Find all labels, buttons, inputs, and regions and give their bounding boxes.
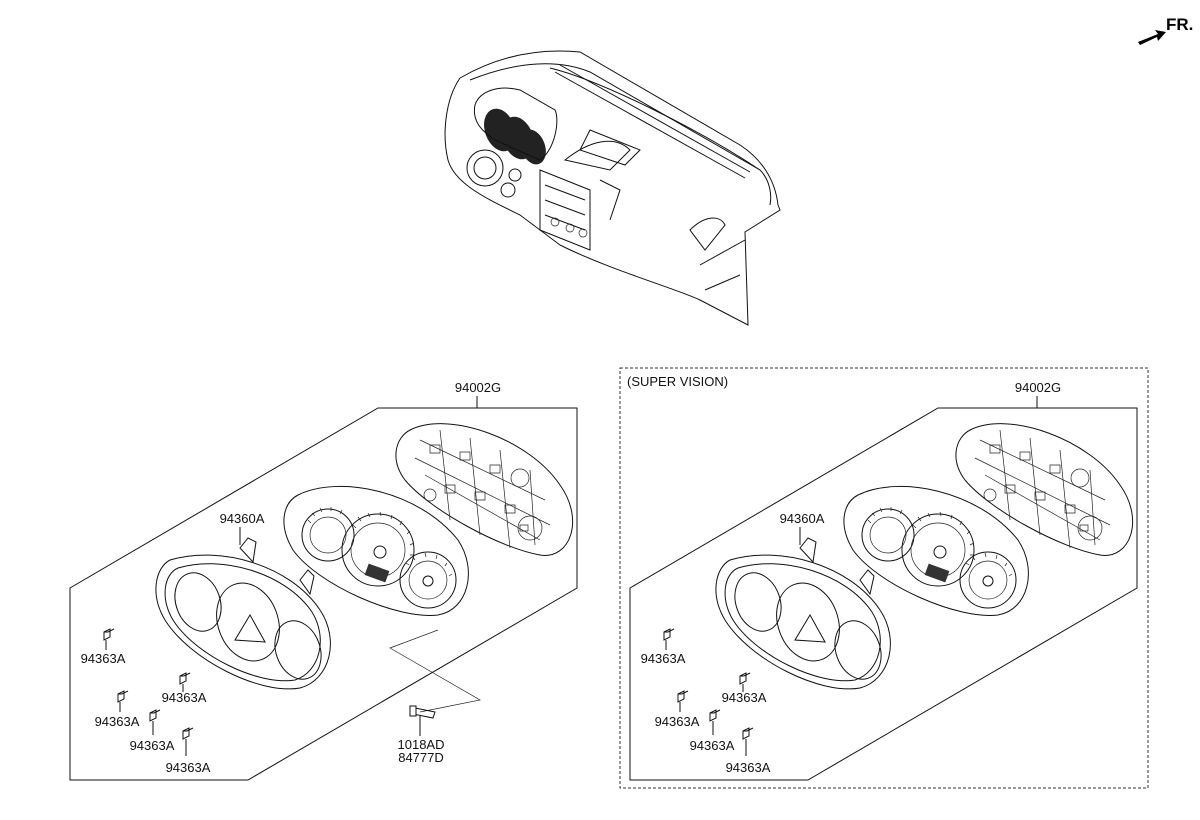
part-number-bulb-1: 94363A (81, 651, 126, 666)
part-number-bulb-4: 94363A (690, 738, 735, 753)
cluster-housing (715, 537, 891, 690)
gauge-face (283, 485, 469, 616)
dashboard-illustration (444, 50, 781, 326)
bulb-clip-icon (663, 628, 675, 641)
circuit-board (395, 423, 574, 556)
bulb-clip-icon (179, 672, 191, 685)
part-number-housing: 94360A (220, 511, 265, 526)
part-number-bulb-4: 94363A (130, 738, 175, 753)
direction-label: FR. (1166, 15, 1193, 34)
part-number-bulb-5: 94363A (166, 760, 211, 775)
part-number-bulb-5: 94363A (726, 760, 771, 775)
part-number-bulb-2: 94363A (162, 690, 207, 705)
part-number-bulb-3: 94363A (655, 714, 700, 729)
bulb-clip-icon (117, 690, 129, 703)
panel-standard: 94002G 94360A 94363A 94363A 94363A 94363… (69, 380, 578, 781)
variant-label: (SUPER VISION) (627, 374, 728, 389)
gauge-face (843, 485, 1029, 616)
assembly-outline (69, 407, 578, 781)
bulb-clip-icon (677, 690, 689, 703)
bulb-clip-icon (103, 628, 115, 641)
part-number-screw-1: 1018AD (398, 737, 445, 752)
part-number-assembly: 94002G (1015, 380, 1061, 395)
arrow-forward-icon (1138, 30, 1166, 45)
bulb-clip-icon (182, 727, 194, 740)
super-vision-frame (619, 367, 1149, 789)
circuit-board (955, 423, 1134, 556)
assembly-outline (629, 407, 1138, 781)
bulb-clip-icon (709, 709, 721, 722)
direction-indicator: FR. (1138, 15, 1193, 45)
part-number-bulb-1: 94363A (641, 651, 686, 666)
bulb-clip-icon (742, 727, 754, 740)
part-number-bulb-2: 94363A (722, 690, 767, 705)
cluster-housing (155, 537, 331, 690)
part-number-housing: 94360A (780, 511, 825, 526)
screw-icon (409, 705, 436, 719)
part-number-screw-2: 84777D (398, 750, 444, 765)
bulb-clip-icon (149, 709, 161, 722)
bulb-clip-icon (739, 672, 751, 685)
panel-super-vision: (SUPER VISION) 94002G 94360A 94363A 9436… (619, 367, 1149, 789)
part-number-assembly: 94002G (455, 380, 501, 395)
part-number-bulb-3: 94363A (95, 714, 140, 729)
